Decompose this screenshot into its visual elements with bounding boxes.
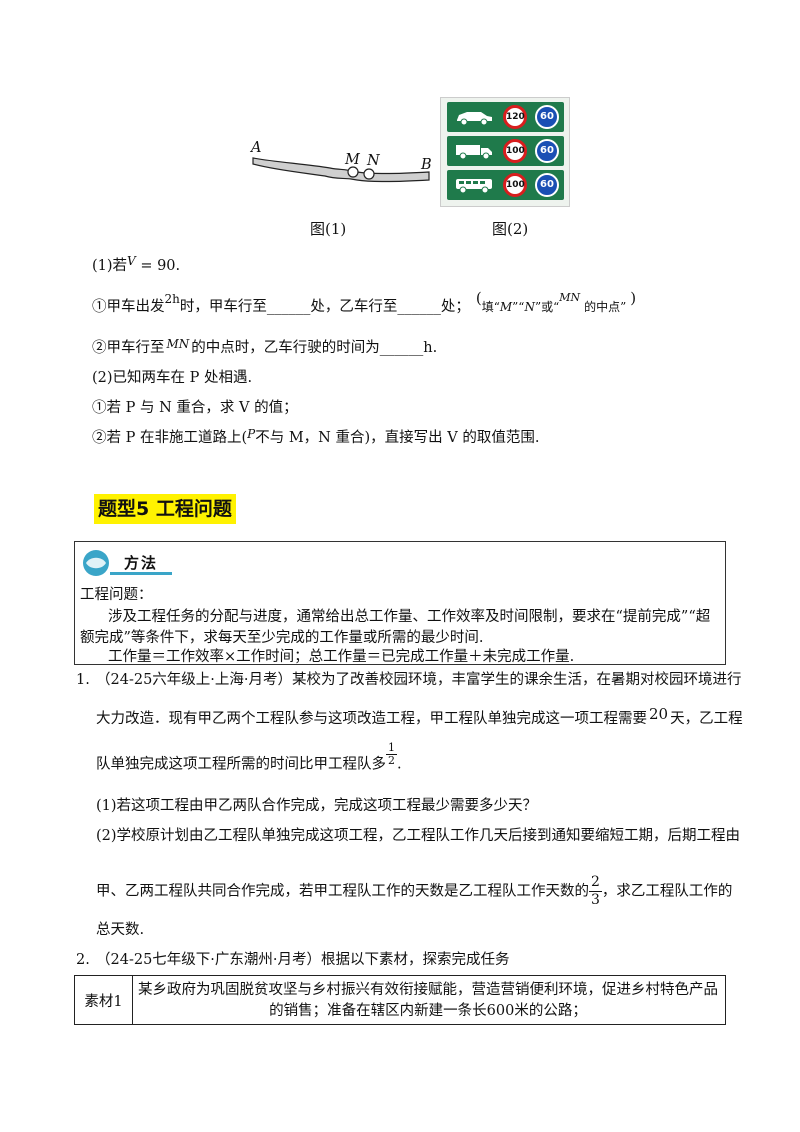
q2-sub2: ②若 P 在非施工道路上(P不与 M，N 重合)，直接写出 V 的取值范围. bbox=[92, 427, 540, 446]
problem1-q2-line1: (2)学校原计划由乙工程队单独完成这项工程，乙工程队工作几天后接到通知要缩短工期… bbox=[96, 828, 741, 844]
point-n-marker bbox=[363, 168, 375, 180]
q1-sub1: ①甲车出发2h时，甲车行至______处，乙车行至______处；(填“M”“N… bbox=[92, 289, 637, 315]
min-speed-60: 60 bbox=[535, 139, 559, 163]
material-line2: 的销售；准备在辖区内新建一条长600米的公路； bbox=[269, 1003, 587, 1019]
material-line1: 某乡政府为巩固脱贫攻坚与乡村振兴有效衔接赋能，营造营销便利环境，促进乡村特色产品 bbox=[138, 982, 718, 998]
label-m: M bbox=[345, 152, 360, 168]
road-diagram bbox=[252, 157, 430, 183]
truck-icon bbox=[456, 145, 492, 160]
speed-sign-figure: 120 60 100 60 100 60 bbox=[440, 97, 570, 207]
q2-intro: (2)已知两车在 P 处相遇. bbox=[92, 370, 253, 386]
method-badge-label: 方法 bbox=[124, 554, 159, 572]
car-icon bbox=[457, 112, 492, 126]
material-table: 素材1 某乡政府为巩固脱贫攻坚与乡村振兴有效衔接赋能，营造营销便利环境，促进乡村… bbox=[74, 975, 726, 1025]
point-m-marker bbox=[347, 166, 359, 178]
method-box bbox=[74, 541, 726, 665]
method-badge-graphic bbox=[83, 550, 172, 576]
q1-condition: (1)若V = 90. bbox=[92, 254, 181, 274]
material-content: 某乡政府为巩固脱贫攻坚与乡村振兴有效衔接赋能，营造营销便利环境，促进乡村特色产品… bbox=[137, 980, 719, 1022]
material-label: 素材1 bbox=[75, 976, 133, 1024]
sign-row-car: 120 60 bbox=[447, 102, 564, 132]
label-a: A bbox=[251, 140, 262, 156]
method-badge: 方法 bbox=[80, 548, 176, 582]
label-b: B bbox=[421, 157, 432, 173]
method-heading: 工程问题： bbox=[80, 587, 153, 603]
label-n: N bbox=[367, 153, 380, 169]
road-figure: A M N B bbox=[245, 140, 435, 190]
problem1-line1: （24-25六年级上·上海·月考）某校为了改善校园环境，丰富学生的课余生活，在暑… bbox=[96, 672, 742, 688]
method-formula: 工作量＝工作效率×工作时间；总工作量＝已完成工作量＋未完成工作量. bbox=[108, 649, 575, 665]
problem2-line1: （24-25七年级下·广东潮州·月考）根据以下素材，探索完成任务 bbox=[96, 952, 510, 968]
speed-limit-100: 100 bbox=[503, 173, 527, 197]
fig1-caption: 图(1) bbox=[310, 220, 347, 238]
speed-limit-100: 100 bbox=[503, 139, 527, 163]
bus-icon bbox=[456, 179, 492, 194]
problem2-number: 2. bbox=[76, 952, 90, 968]
min-speed-60: 60 bbox=[535, 173, 559, 197]
q2-sub1: ①若 P 与 N 重合，求 V 的值； bbox=[92, 400, 298, 416]
problem1-q2-line3: 总天数. bbox=[96, 922, 145, 938]
sign-row-bus: 100 60 bbox=[447, 170, 564, 200]
speed-limit-120: 120 bbox=[503, 105, 527, 129]
section-title: 题型5 工程问题 bbox=[94, 494, 236, 524]
min-speed-60: 60 bbox=[535, 105, 559, 129]
problem1-q1: (1)若这项工程由甲乙两队合作完成，完成这项工程最少需要多少天？ bbox=[96, 798, 538, 814]
fig2-caption: 图(2) bbox=[492, 220, 529, 238]
method-para1-line2: 额完成”等条件下，求每天至少完成的工作量或所需的最少时间. bbox=[80, 630, 484, 646]
sign-row-truck: 100 60 bbox=[447, 136, 564, 166]
problem1-number: 1. bbox=[76, 672, 90, 688]
method-para1-line1: 涉及工程任务的分配与进度，通常给出总工作量、工作效率及时间限制，要求在“提前完成… bbox=[108, 609, 711, 625]
